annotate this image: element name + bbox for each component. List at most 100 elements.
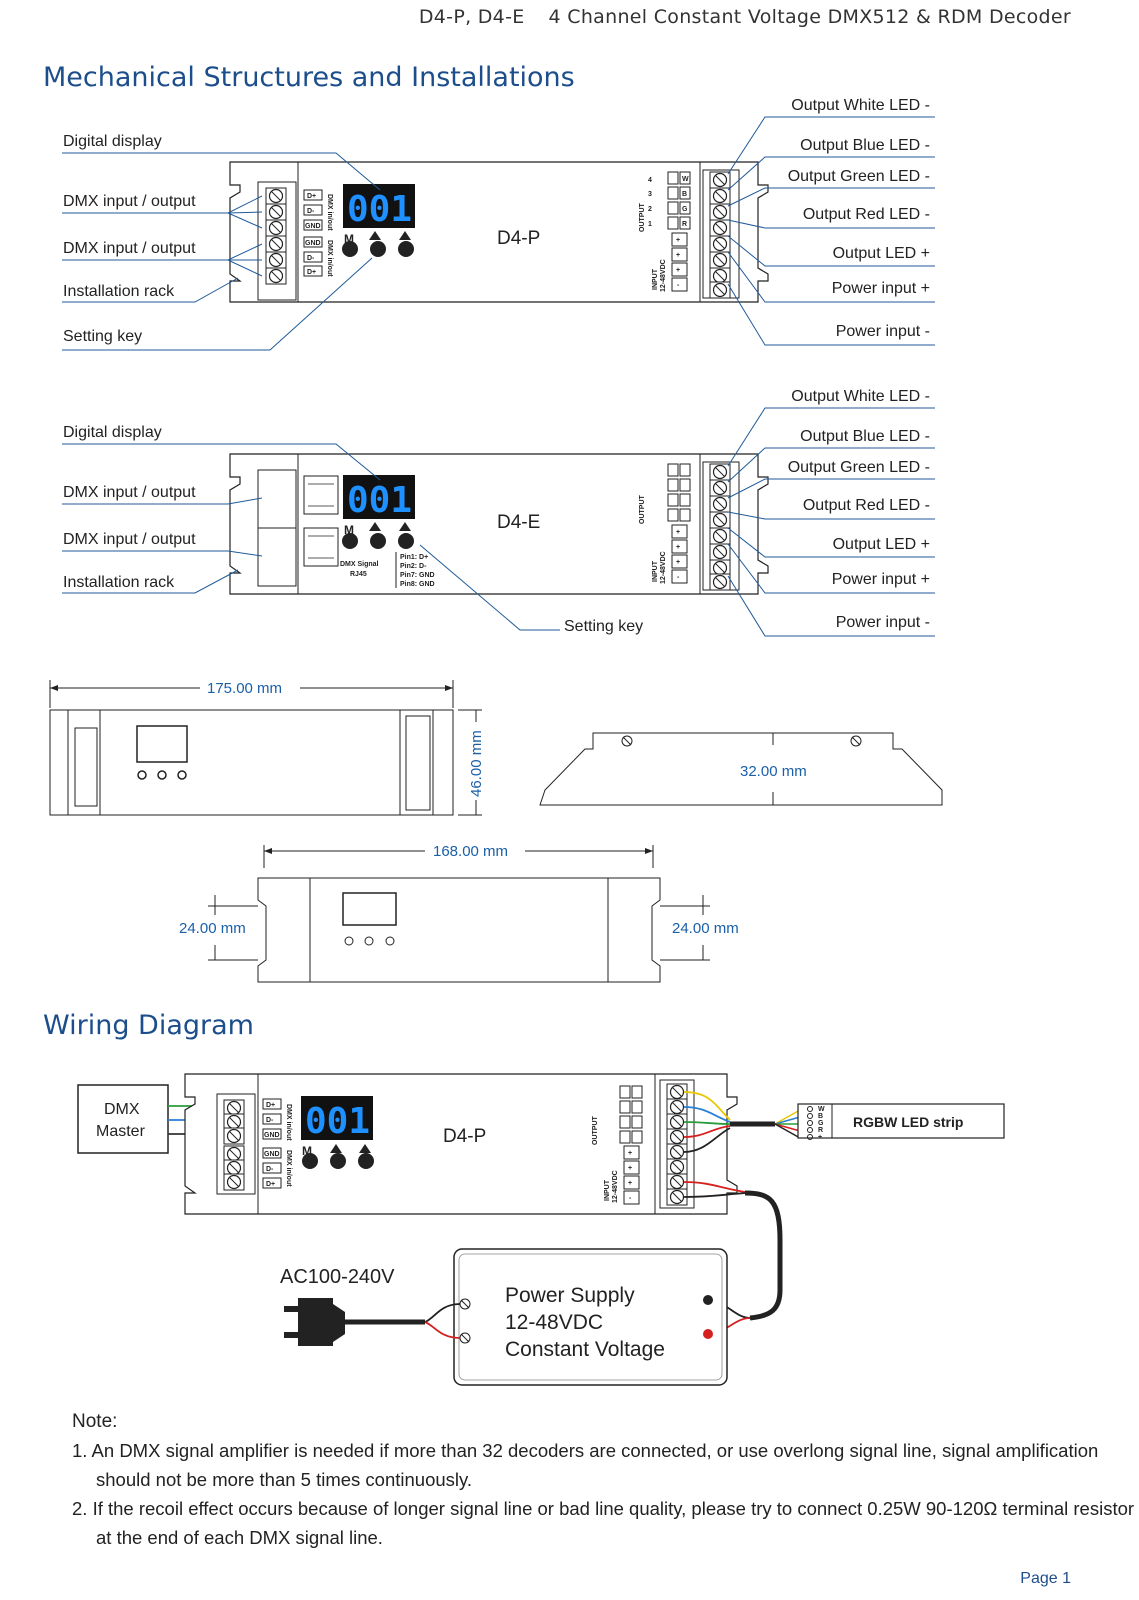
note-item: 2. If the recoil effect occurs because o… — [72, 1498, 1135, 1548]
dimension-top-view: 175.00 mm 46.00 mm — [49, 680, 485, 816]
svg-text:-: - — [677, 282, 680, 289]
leaders-d4e — [62, 407, 935, 637]
svg-text:Setting key: Setting key — [564, 618, 643, 635]
svg-text:46.00 mm: 46.00 mm — [468, 730, 485, 797]
device-d4e-drawing: 001 M DMX Signal RJ45 Pin1: D+ Pin2: D- … — [229, 453, 769, 595]
svg-text:-: - — [677, 574, 680, 581]
svg-text:DMX input / output: DMX input / output — [63, 193, 196, 210]
svg-text:R: R — [818, 1127, 823, 1134]
svg-text:+: + — [676, 559, 680, 566]
svg-text:Setting key: Setting key — [63, 328, 142, 345]
svg-text:32.00 mm: 32.00 mm — [740, 763, 807, 780]
svg-text:+: + — [676, 544, 680, 551]
svg-text:DMX Signal: DMX Signal — [340, 561, 379, 568]
svg-text:Digital display: Digital display — [63, 133, 162, 150]
svg-text:W: W — [818, 1106, 825, 1113]
display-digits: 001 — [347, 189, 412, 230]
svg-text:DMX input / output: DMX input / output — [63, 240, 196, 257]
svg-text:DMX: DMX — [104, 1101, 140, 1118]
svg-text:175.00 mm: 175.00 mm — [207, 680, 282, 697]
svg-text:DMX input / output: DMX input / output — [63, 531, 196, 548]
svg-text:3: 3 — [648, 191, 652, 198]
svg-text:D+: D+ — [266, 1181, 275, 1188]
setting-key-m[interactable] — [342, 533, 358, 549]
svg-text:M: M — [344, 523, 354, 537]
setting-key-up[interactable] — [398, 533, 414, 549]
svg-text:DMX in/out: DMX in/out — [326, 240, 333, 277]
svg-text:24.00 mm: 24.00 mm — [672, 920, 739, 937]
note-item: 1. An DMX signal amplifier is needed if … — [72, 1440, 1099, 1490]
setting-key-m[interactable] — [342, 241, 358, 257]
labels-d4p-right: Output White LED - Output Blue LED - Out… — [788, 97, 930, 340]
setting-key-down[interactable] — [370, 533, 386, 549]
model-d4e: D4-E — [497, 512, 540, 533]
svg-text:OUTPUT: OUTPUT — [639, 203, 646, 233]
svg-text:Power input -: Power input - — [836, 323, 930, 340]
svg-text:DMX in/out: DMX in/out — [285, 1104, 292, 1141]
digital-display — [343, 184, 415, 228]
leaders-d4p-right — [727, 116, 935, 346]
svg-text:Pin8: GND: Pin8: GND — [400, 581, 435, 588]
svg-text:1: 1 — [648, 221, 652, 228]
svg-text:D-: D- — [307, 255, 315, 262]
svg-text:Power input +: Power input + — [832, 571, 930, 588]
svg-text:Constant Voltage: Constant Voltage — [505, 1338, 665, 1361]
svg-text:Power input +: Power input + — [832, 280, 930, 297]
svg-text:GND: GND — [305, 223, 321, 230]
output-pin-labels: 4 3 2 1 W B G R + + + - — [648, 171, 691, 292]
svg-text:+: + — [676, 529, 680, 536]
svg-text:OUTPUT: OUTPUT — [639, 495, 646, 525]
setting-key-down[interactable] — [370, 241, 386, 257]
labels-d4e: Digital display DMX input / output DMX i… — [63, 388, 930, 635]
svg-text:R: R — [682, 221, 687, 228]
rj45-port[interactable] — [303, 475, 339, 515]
svg-text:+: + — [676, 237, 680, 244]
rj45-port[interactable] — [303, 527, 339, 567]
svg-text:D-: D- — [266, 1117, 274, 1124]
device-d4p-drawing: D+ D- GND GND D- D+ DMX in/out DMX in/ou… — [229, 161, 769, 303]
svg-text:Power input -: Power input - — [836, 614, 930, 631]
power-supply-box — [453, 1248, 728, 1386]
labels-d4p-left: Digital display DMX input / output DMX i… — [63, 133, 196, 345]
svg-text:G: G — [682, 206, 688, 213]
svg-text:4: 4 — [648, 177, 652, 184]
svg-text:B: B — [682, 191, 687, 198]
notes-heading: Note: — [72, 1411, 118, 1432]
svg-text:Pin7: GND: Pin7: GND — [400, 572, 435, 579]
dmx-terminal-block — [265, 187, 287, 285]
header-title: 4 Channel Constant Voltage DMX512 & RDM … — [548, 6, 1071, 28]
svg-text:Output Red LED -: Output Red LED - — [803, 206, 930, 223]
svg-text:Digital display: Digital display — [63, 424, 162, 441]
svg-text:Output White LED -: Output White LED - — [791, 388, 930, 405]
svg-text:+: + — [628, 1150, 632, 1157]
dimension-side-view: 32.00 mm — [539, 732, 943, 806]
svg-text:B: B — [818, 1113, 823, 1120]
svg-text:Output White LED -: Output White LED - — [791, 97, 930, 114]
page-number: Page 1 — [1020, 1570, 1071, 1587]
svg-text:168.00 mm: 168.00 mm — [433, 843, 508, 860]
svg-text:D4-P: D4-P — [443, 1126, 486, 1147]
svg-text:INPUT: INPUT — [604, 1179, 611, 1201]
dmx-master-box — [77, 1084, 169, 1154]
model-d4p: D4-P — [497, 228, 540, 249]
dmx-pin-labels: D+ D- GND GND D- D+ DMX in/out DMX in/ou… — [303, 189, 333, 277]
svg-text:D-: D- — [307, 208, 315, 215]
svg-text:DMX in/out: DMX in/out — [326, 194, 333, 231]
svg-text:Output LED +: Output LED + — [833, 245, 930, 262]
output-terminal-block — [702, 169, 740, 299]
svg-text:Power Supply: Power Supply — [505, 1284, 635, 1307]
svg-text:DMX in/out: DMX in/out — [285, 1150, 292, 1187]
ac-plug-icon — [298, 1298, 345, 1346]
svg-text:OUTPUT: OUTPUT — [592, 1116, 599, 1146]
digital-display — [343, 475, 415, 519]
svg-text:INPUT: INPUT — [652, 560, 659, 582]
svg-text:2: 2 — [648, 206, 652, 213]
svg-text:12-48VDC: 12-48VDC — [660, 259, 667, 292]
svg-text:+: + — [628, 1180, 632, 1187]
svg-text:Output Green LED -: Output Green LED - — [788, 168, 930, 185]
dimension-mount-view: 168.00 mm 24.00 mm 24.00 mm — [179, 843, 739, 983]
technical-drawing: D+ D- GND GND D- D+ DMX in/out DMX in/ou… — [49, 97, 1005, 1386]
svg-text:+: + — [628, 1165, 632, 1172]
setting-key-up[interactable] — [398, 241, 414, 257]
notes-section: Note: 1. An DMX signal amplifier is need… — [72, 1407, 1139, 1552]
